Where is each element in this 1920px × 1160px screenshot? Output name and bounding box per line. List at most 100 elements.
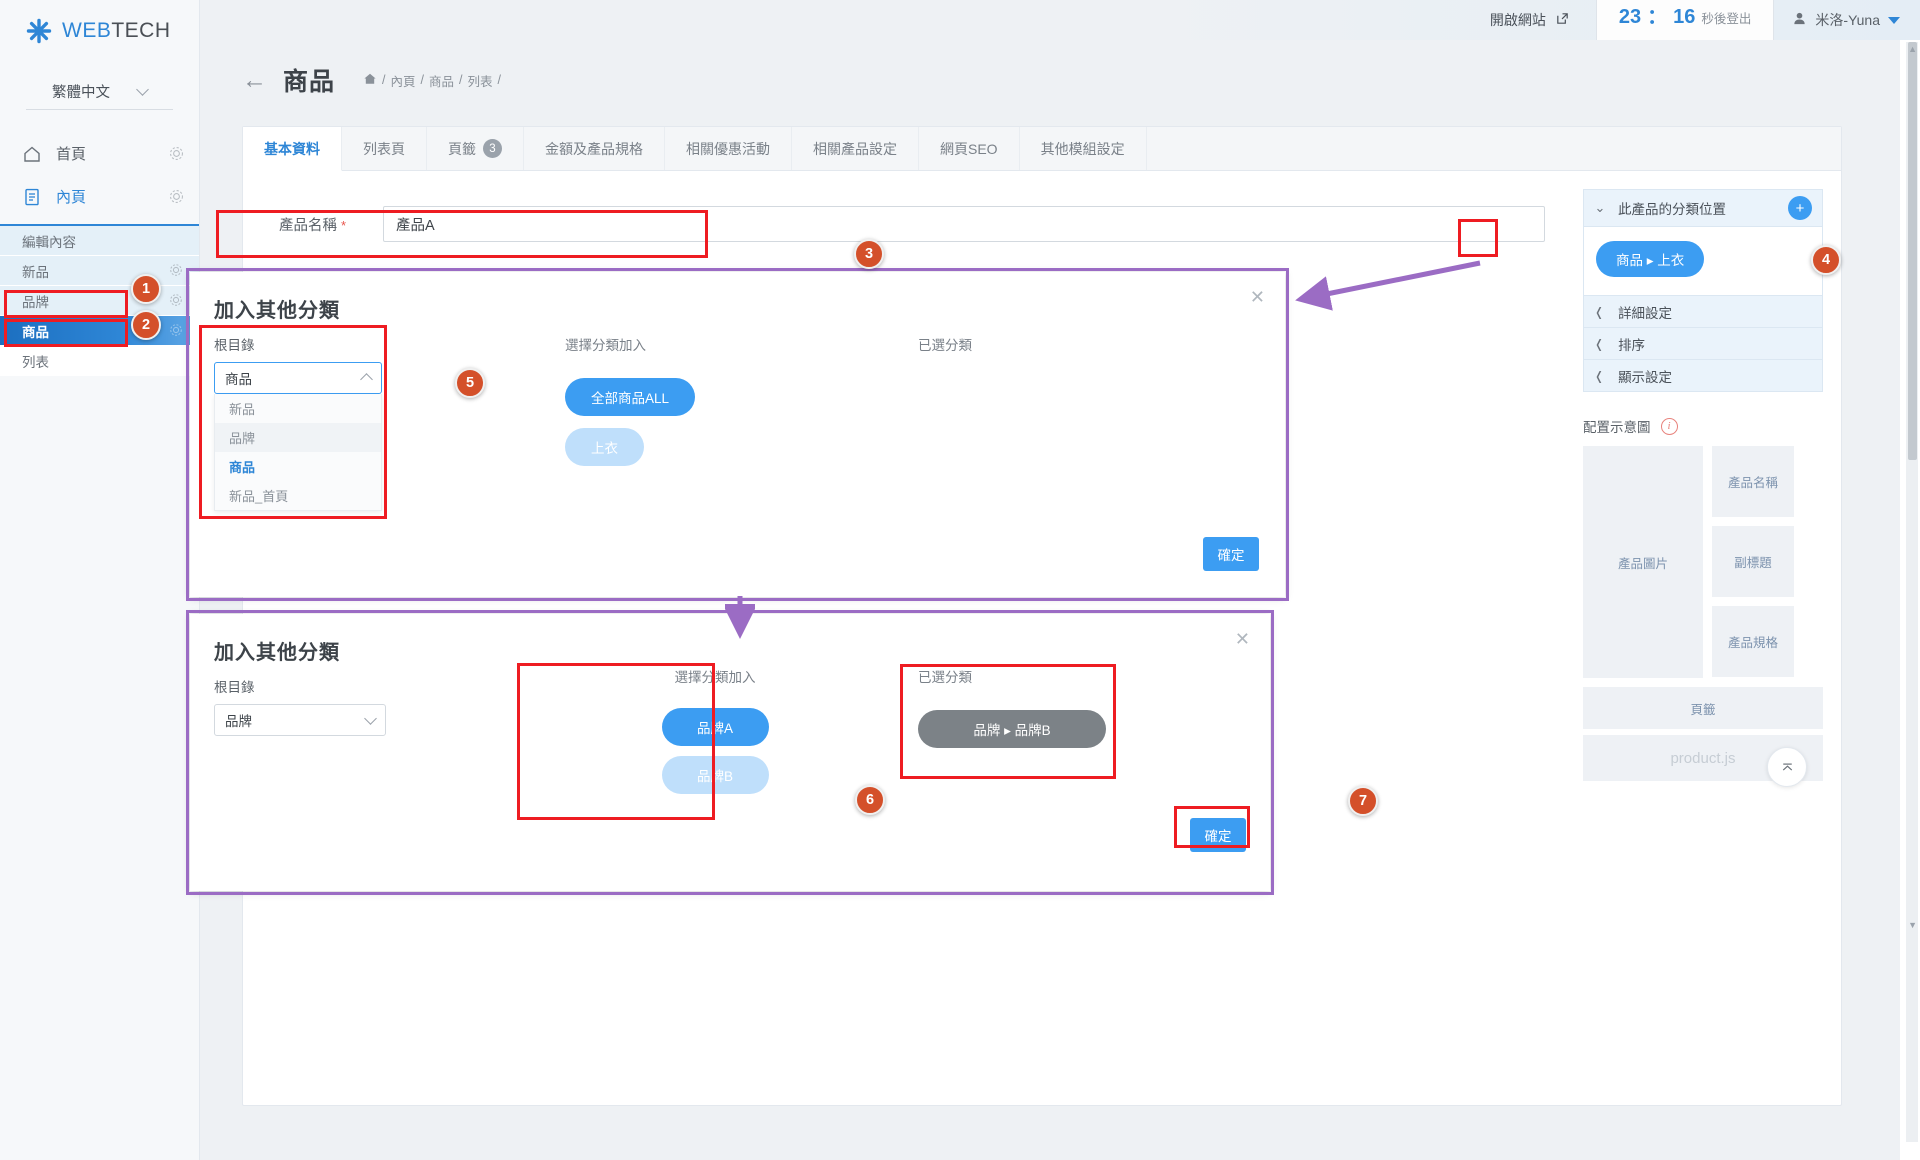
category-side-panel: ⌄ 此產品的分類位置 + 商品 ▸ 上衣 ❬ 詳細設定 ❬ 排序 ❬ 顯示設 bbox=[1583, 189, 1823, 781]
back-arrow-icon[interactable]: ← bbox=[242, 68, 267, 93]
open-site-button[interactable]: 開啟網站 bbox=[1464, 0, 1596, 40]
step-bubble-5: 5 bbox=[455, 368, 485, 398]
tab-list-page[interactable]: 列表頁 bbox=[342, 127, 427, 170]
gear-icon[interactable] bbox=[168, 188, 185, 205]
selected-category-label: 已選分類 bbox=[918, 334, 1218, 354]
root-directory-select[interactable]: 商品 bbox=[214, 362, 382, 394]
scrollbar-up-arrow[interactable]: ▲ bbox=[1908, 44, 1917, 54]
category-option-brand-a[interactable]: 品牌A bbox=[662, 708, 769, 746]
preview-product-spec: 產品規格 bbox=[1712, 606, 1794, 677]
step-bubble-1: 1 bbox=[131, 274, 161, 304]
timer-seconds: 16 bbox=[1673, 6, 1695, 29]
category-option-brand-b[interactable]: 品牌B bbox=[662, 756, 769, 794]
step-bubble-6: 6 bbox=[855, 785, 885, 815]
category-option-tops[interactable]: 上衣 bbox=[565, 428, 644, 466]
accordion-title: 此產品的分類位置 bbox=[1618, 198, 1776, 218]
tab-label: 頁籤 bbox=[448, 139, 476, 159]
root-directory-label: 根目錄 bbox=[214, 334, 382, 354]
root-directory-label: 根目錄 bbox=[214, 676, 386, 696]
tab-bar: 基本資料 列表頁 頁籤 3 金額及產品規格 相關優惠活動 相關產品設定 網頁SE… bbox=[243, 127, 1841, 171]
step-bubble-3: 3 bbox=[854, 239, 884, 269]
sidebar-item-list[interactable]: 列表 bbox=[0, 346, 199, 376]
root-directory-select[interactable]: 品牌 bbox=[214, 704, 386, 736]
tab-page-tabs[interactable]: 頁籤 3 bbox=[427, 127, 524, 170]
chevron-left-icon: ❬ bbox=[1594, 337, 1604, 351]
add-category-button[interactable]: + bbox=[1788, 196, 1812, 220]
scrollbar-down-arrow[interactable]: ▼ bbox=[1908, 920, 1917, 930]
language-selector[interactable]: 繁體中文 bbox=[26, 74, 173, 110]
breadcrumb-item-list[interactable]: 列表 bbox=[468, 71, 493, 90]
tab-promotions[interactable]: 相關優惠活動 bbox=[665, 127, 792, 170]
sidebar-item-products[interactable]: 商品 bbox=[0, 316, 199, 346]
tab-label: 金額及產品規格 bbox=[545, 139, 643, 159]
sidebar-item-edit-content[interactable]: 編輯內容 bbox=[0, 226, 199, 256]
tab-other-modules[interactable]: 其他模組設定 bbox=[1020, 127, 1147, 170]
root-directory-value: 商品 bbox=[225, 368, 362, 388]
chevron-left-icon: ❬ bbox=[1594, 305, 1604, 319]
brand-logo[interactable]: WEBTECH bbox=[0, 0, 199, 62]
step-bubble-4: 4 bbox=[1811, 245, 1841, 275]
accordion-detail-settings[interactable]: ❬ 詳細設定 bbox=[1583, 296, 1823, 328]
page-scrollbar[interactable] bbox=[1906, 42, 1918, 1142]
choose-category-label: 選擇分類加入 bbox=[565, 666, 865, 686]
info-icon[interactable]: i bbox=[1661, 418, 1678, 435]
chevron-up-icon bbox=[360, 373, 373, 386]
accordion-label: 顯示設定 bbox=[1618, 366, 1672, 386]
step-bubble-7: 7 bbox=[1348, 786, 1378, 816]
gear-icon[interactable] bbox=[168, 292, 185, 309]
tab-price-spec[interactable]: 金額及產品規格 bbox=[524, 127, 665, 170]
breadcrumb-sep: / bbox=[498, 73, 501, 87]
close-icon[interactable]: ✕ bbox=[1250, 288, 1265, 306]
tab-seo[interactable]: 網頁SEO bbox=[919, 127, 1020, 170]
dropdown-option-new-home[interactable]: 新品_首頁 bbox=[215, 481, 381, 510]
tab-label: 基本資料 bbox=[264, 139, 320, 159]
confirm-button[interactable]: 確定 bbox=[1203, 537, 1259, 571]
category-option-all[interactable]: 全部商品ALL bbox=[565, 378, 695, 416]
tab-label: 列表頁 bbox=[363, 139, 405, 159]
timer-separator: ： bbox=[1647, 0, 1667, 29]
tab-basic-info[interactable]: 基本資料 bbox=[243, 127, 342, 171]
preview-heading: 配置示意圖 i bbox=[1583, 416, 1823, 436]
logo-tech-text: TECH bbox=[111, 19, 170, 42]
gear-icon[interactable] bbox=[168, 145, 185, 162]
open-site-label: 開啟網站 bbox=[1490, 10, 1546, 30]
close-icon[interactable]: ✕ bbox=[1235, 630, 1250, 648]
tab-label: 其他模組設定 bbox=[1041, 139, 1125, 159]
accordion-display-settings[interactable]: ❬ 顯示設定 bbox=[1583, 360, 1823, 392]
accordion-sort[interactable]: ❬ 排序 bbox=[1583, 328, 1823, 360]
breadcrumb-item-products[interactable]: 商品 bbox=[429, 71, 454, 90]
sidebar: WEBTECH 繁體中文 首頁 內頁 bbox=[0, 0, 200, 1160]
product-name-input[interactable] bbox=[383, 206, 1545, 242]
tab-label: 相關優惠活動 bbox=[686, 139, 770, 159]
sidebar-item-new-products[interactable]: 新品 bbox=[0, 256, 199, 286]
breadcrumb: / 內頁 / 商品 / 列表 / bbox=[363, 71, 501, 90]
sidebar-item-brand[interactable]: 品牌 bbox=[0, 286, 199, 316]
selected-category-label: 已選分類 bbox=[918, 666, 1238, 686]
nav-item-innerpage[interactable]: 內頁 bbox=[0, 175, 199, 218]
required-mark: * bbox=[341, 218, 346, 233]
nav-item-home[interactable]: 首頁 bbox=[0, 132, 199, 175]
preview-tabs: 頁籤 bbox=[1583, 687, 1823, 729]
dialog-title: 加入其他分類 bbox=[214, 294, 340, 323]
layout-preview: 產品圖片 產品名稱 副標題 產品規格 bbox=[1583, 446, 1823, 678]
selected-category-chip[interactable]: 商品 ▸ 上衣 bbox=[1596, 241, 1704, 277]
gear-icon[interactable] bbox=[168, 262, 185, 279]
accordion-category-position[interactable]: ⌄ 此產品的分類位置 + bbox=[1583, 189, 1823, 227]
scroll-to-top-icon[interactable] bbox=[1767, 747, 1807, 787]
language-label: 繁體中文 bbox=[52, 81, 110, 102]
home-breadcrumb-icon[interactable] bbox=[363, 72, 377, 89]
selected-category-chip[interactable]: 品牌 ▸ 品牌B bbox=[918, 710, 1106, 748]
product-name-label-text: 產品名稱 bbox=[279, 218, 337, 234]
confirm-button[interactable]: 確定 bbox=[1190, 818, 1246, 852]
dropdown-option-new[interactable]: 新品 bbox=[215, 394, 381, 423]
user-menu[interactable]: 米洛-Yuna bbox=[1774, 0, 1920, 40]
dropdown-option-products[interactable]: 商品 bbox=[215, 452, 381, 481]
scrollbar-thumb[interactable] bbox=[1908, 42, 1917, 460]
dropdown-option-brand[interactable]: 品牌 bbox=[215, 423, 381, 452]
home-icon bbox=[22, 144, 42, 164]
gear-icon[interactable] bbox=[168, 322, 185, 339]
tab-related-products[interactable]: 相關產品設定 bbox=[792, 127, 919, 170]
page-body: ← 商品 / 內頁 / 商品 / 列表 / 基本資料 列表頁 頁籤 bbox=[200, 40, 1900, 1160]
sub-nav: 編輯內容 新品 品牌 商品 列表 bbox=[0, 224, 199, 376]
breadcrumb-item-innerpage[interactable]: 內頁 bbox=[391, 71, 416, 90]
